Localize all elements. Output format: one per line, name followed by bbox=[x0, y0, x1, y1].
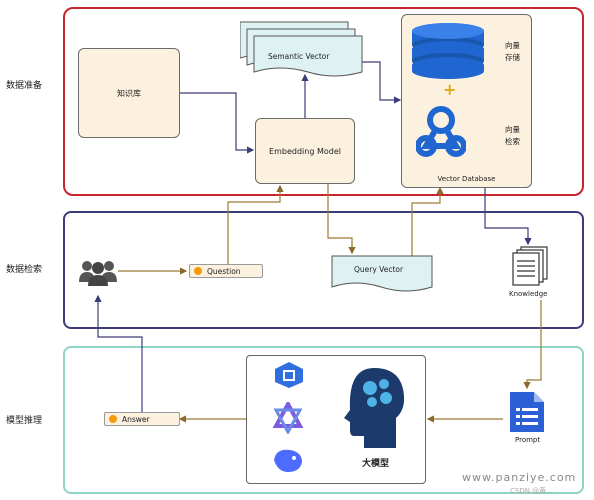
edge-query-vectordb bbox=[411, 186, 444, 257]
section-label-data-prep: 数据准备 bbox=[6, 81, 43, 91]
model-logo-star-icon bbox=[272, 402, 304, 434]
answer-dot-icon bbox=[109, 415, 117, 423]
answer-label: Answer bbox=[122, 414, 150, 424]
edge-kb-embedding bbox=[180, 92, 255, 154]
edge-answer-users bbox=[94, 294, 143, 412]
webhook-icon bbox=[416, 106, 466, 157]
prompt-label: Prompt bbox=[515, 436, 541, 444]
knowledge-base-label: 知识库 bbox=[117, 88, 141, 98]
knowledge-label: Knowledge bbox=[509, 290, 548, 298]
model-reasoning-section bbox=[63, 346, 584, 494]
credit-text: CSDN @黄... bbox=[510, 487, 553, 495]
edge-question-embedding bbox=[227, 184, 284, 272]
model-logo-whale-icon bbox=[274, 449, 302, 472]
question-node: Question bbox=[189, 264, 263, 278]
query-vector-shape bbox=[331, 255, 433, 292]
query-vector-node: Query Vector bbox=[331, 255, 433, 295]
semantic-vector-node: Semantic Vector bbox=[239, 20, 365, 82]
knowledge-base-node: 知识库 bbox=[78, 48, 180, 138]
large-model-label: 大模型 bbox=[362, 459, 390, 469]
watermark-text: www.panziye.com bbox=[462, 471, 577, 484]
brain-head-icon bbox=[344, 368, 405, 448]
vector-search-label: 向量 检索 bbox=[505, 125, 520, 146]
vector-database-label: Vector Database bbox=[437, 175, 496, 183]
question-label: Question bbox=[207, 266, 241, 276]
embedding-model-node: Embedding Model bbox=[255, 118, 355, 184]
answer-node: Answer bbox=[104, 412, 180, 426]
semantic-vector-label: Semantic Vector bbox=[268, 52, 330, 61]
semantic-vector-stack bbox=[239, 21, 363, 77]
vector-storage-label: 向量 存储 bbox=[505, 41, 520, 62]
plus-icon: + bbox=[443, 80, 457, 99]
prompt-document-icon bbox=[510, 392, 544, 432]
documents-icon bbox=[512, 246, 548, 286]
database-icon bbox=[412, 23, 484, 79]
edge-embedding-query bbox=[327, 184, 356, 255]
query-vector-label: Query Vector bbox=[354, 265, 404, 274]
data-retrieval-section bbox=[63, 211, 584, 329]
edge-vectordb-knowledge bbox=[484, 188, 532, 246]
question-dot-icon bbox=[194, 267, 202, 275]
data-prep-section bbox=[63, 7, 584, 196]
model-logo-cube-icon bbox=[275, 362, 303, 388]
edge-semantic-vectordb bbox=[356, 61, 402, 104]
section-label-data-retrieval: 数据检索 bbox=[6, 265, 43, 275]
users-icon bbox=[79, 261, 117, 286]
embedding-model-label: Embedding Model bbox=[269, 146, 341, 156]
section-label-model-reasoning: 模型推理 bbox=[6, 416, 43, 426]
edge-knowledge-prompt bbox=[523, 300, 542, 390]
